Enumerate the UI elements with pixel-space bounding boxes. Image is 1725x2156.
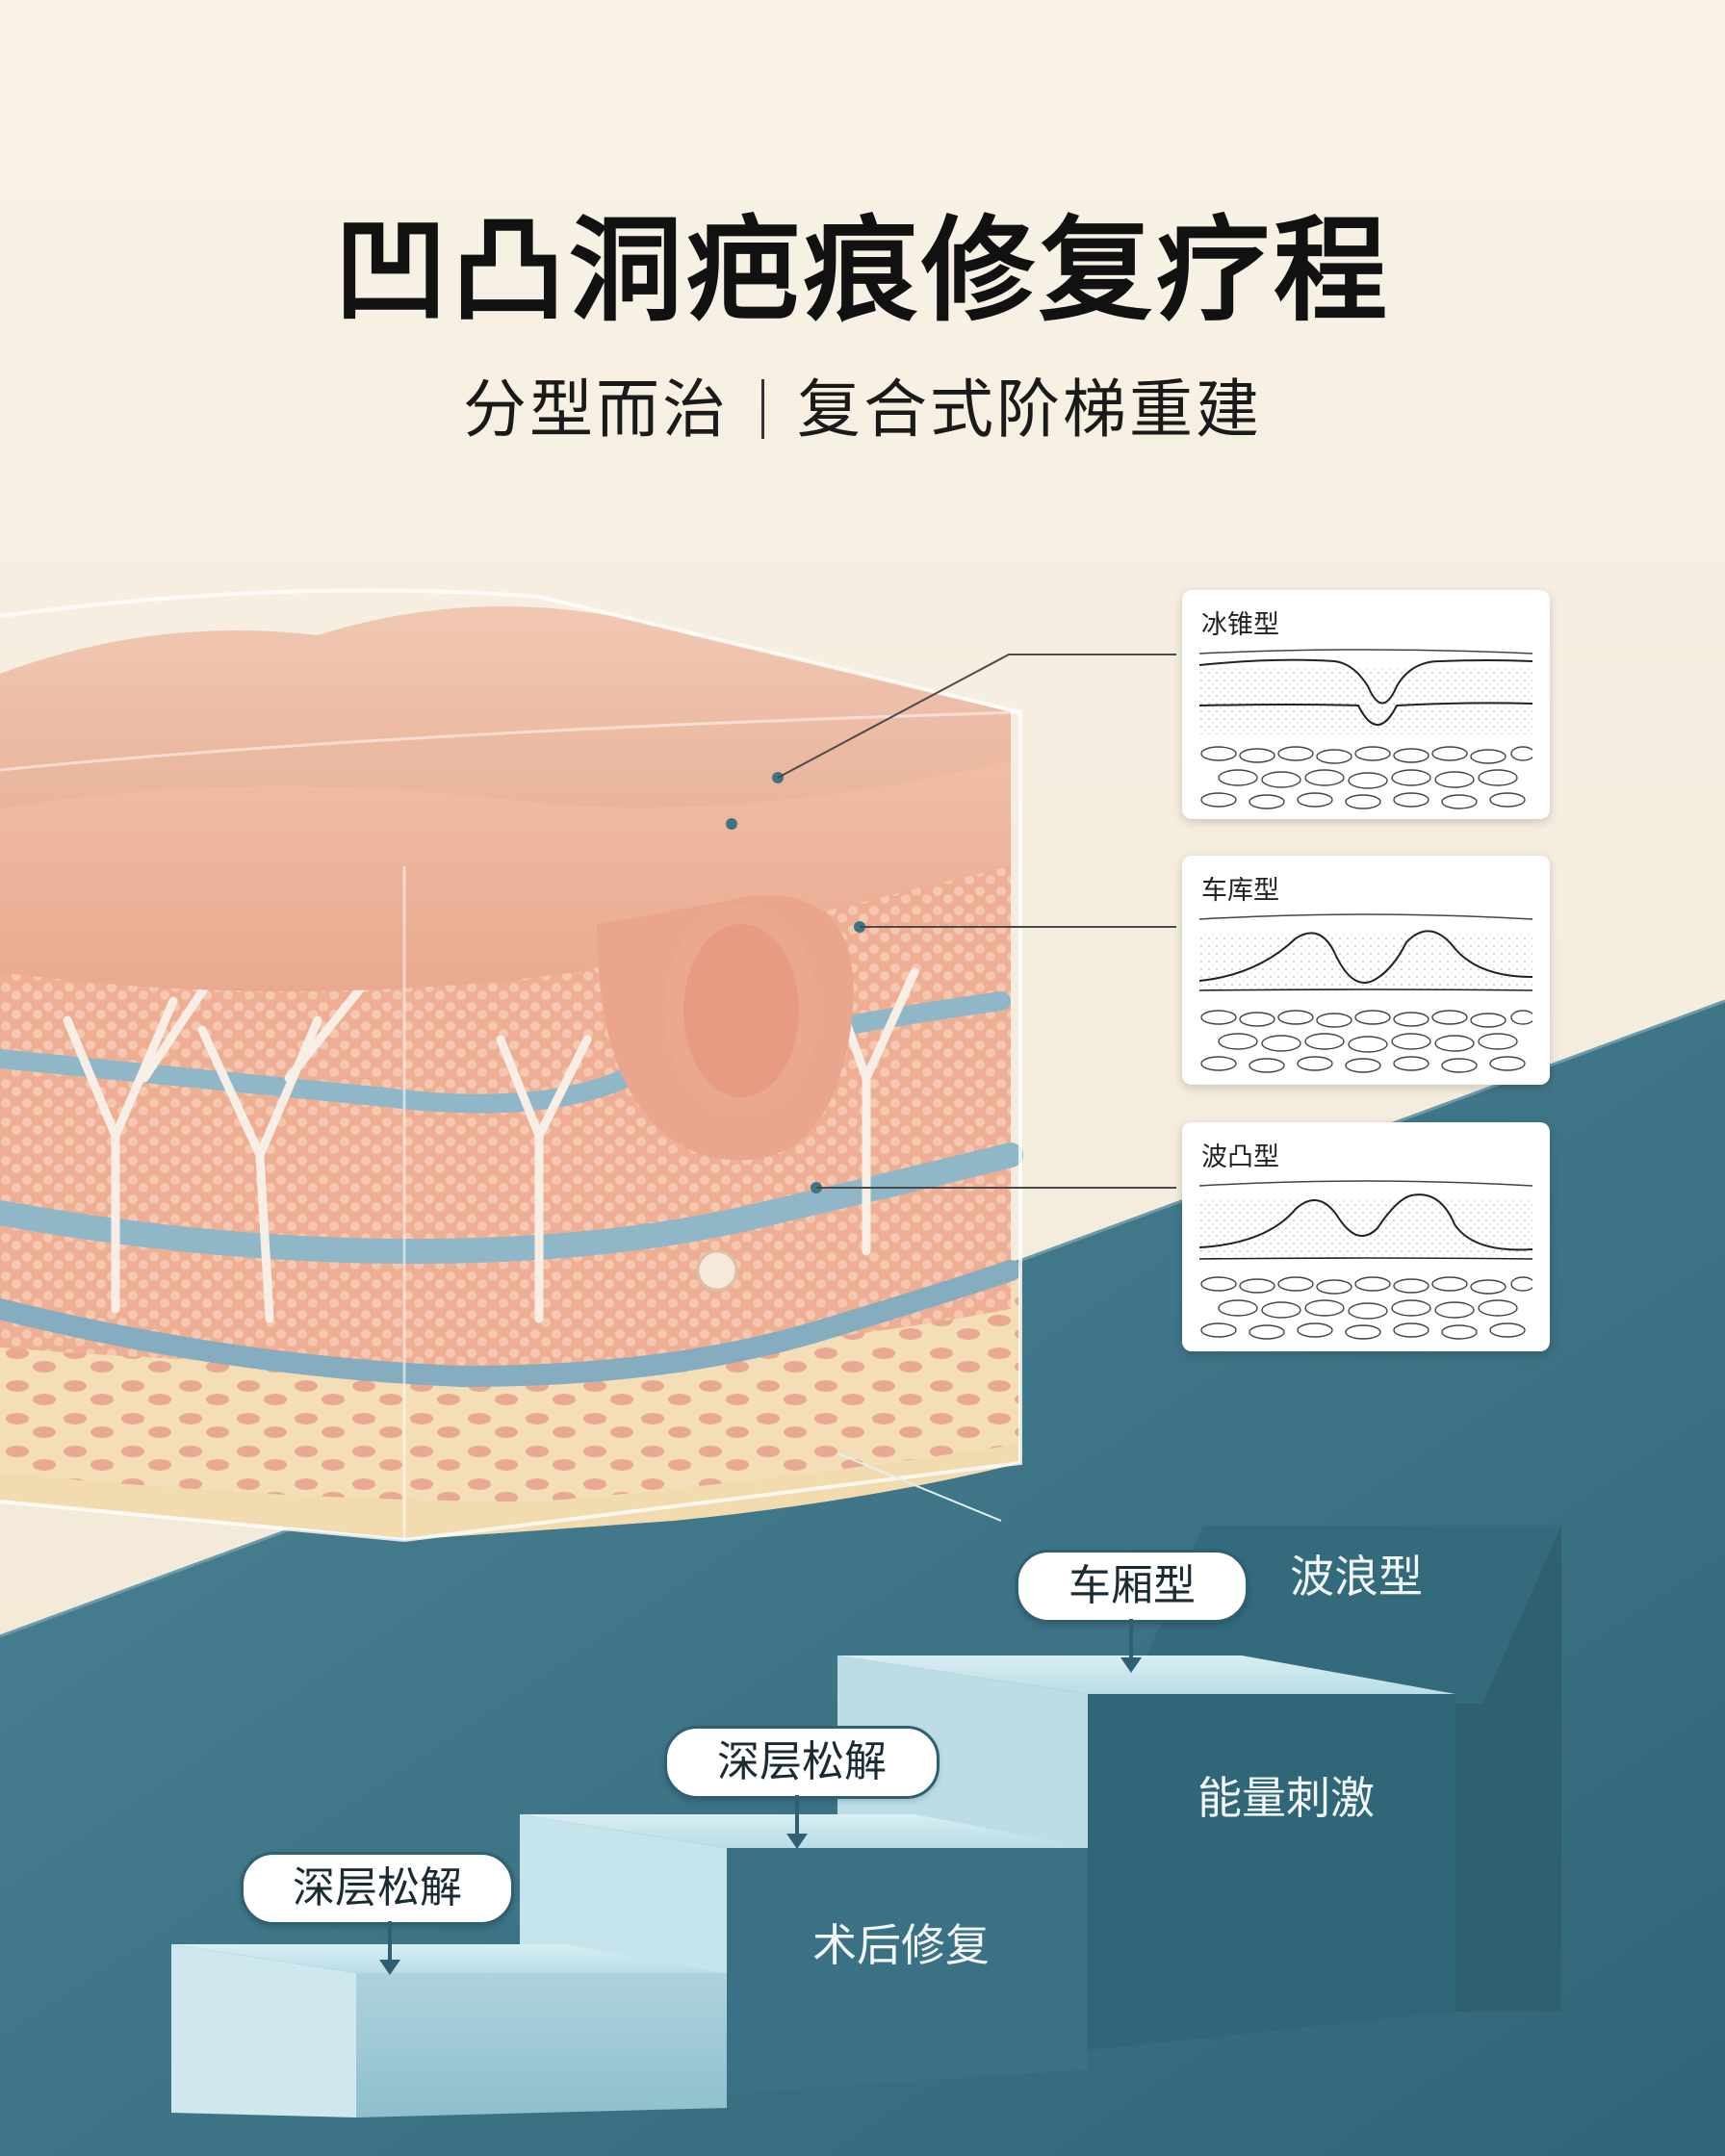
step-pill-3: 车厢型 [1016, 1550, 1249, 1623]
skin-cross-section [0, 588, 1023, 1543]
staircase [171, 1526, 1561, 2118]
page-subtitle: 分型而治复合式阶梯重建 [0, 358, 1725, 450]
subtitle-left: 分型而治 [463, 372, 729, 447]
rolling-scar-diagram [1199, 1180, 1532, 1340]
step-arrow-3 [1120, 1619, 1142, 1673]
subtitle-right: 复合式阶梯重建 [797, 372, 1262, 447]
step-pill-1: 深层松解 [241, 1852, 514, 1925]
page-title: 凹凸洞疤痕修复疗程 [333, 204, 1391, 337]
subtitle-divider [761, 379, 764, 439]
callout-lines [777, 654, 1176, 1189]
step-label-energy: 能量刺激 [1197, 1772, 1375, 1824]
step-label-postop: 术后修复 [812, 1919, 990, 1971]
scar-type-label: 冰锥型 [1201, 610, 1279, 640]
scar-type-label: 车库型 [1201, 876, 1279, 906]
scar-type-card-icepick: 冰锥型 [1182, 590, 1550, 819]
step-arrow-1 [379, 1921, 400, 1975]
icepick-scar-diagram [1199, 649, 1532, 809]
step-label-wave: 波浪型 [1290, 1551, 1423, 1603]
step-pill-2: 深层松解 [664, 1726, 940, 1799]
boxcar-scar-diagram [1199, 913, 1532, 1073]
step-arrow-2 [786, 1795, 808, 1849]
scar-type-card-boxcar: 车库型 [1182, 856, 1550, 1085]
scar-type-card-rolling: 波凸型 [1182, 1122, 1550, 1351]
scar-type-label: 波凸型 [1201, 1142, 1279, 1172]
